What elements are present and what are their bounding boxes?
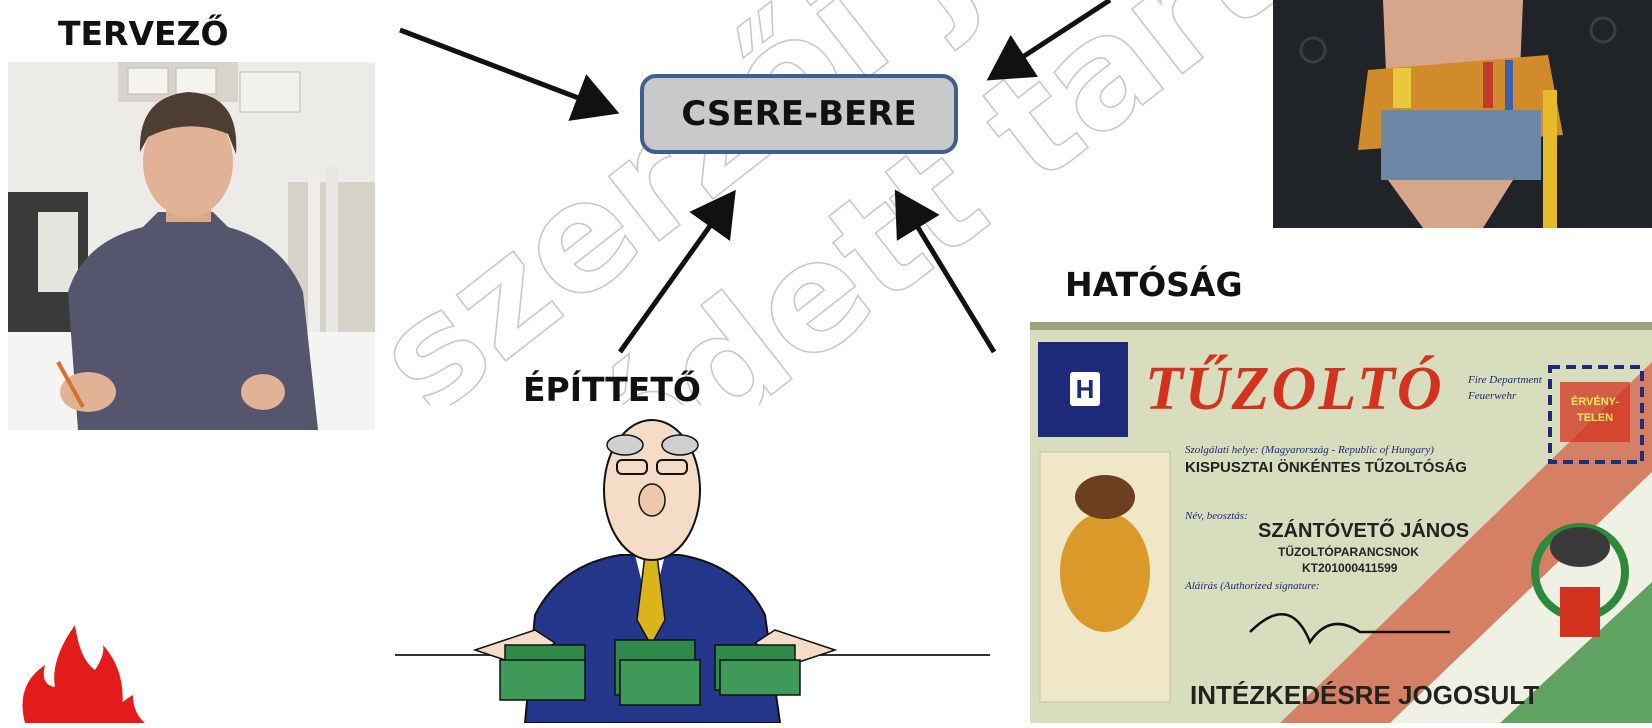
arrow-designer-to-center	[399, 27, 620, 121]
designer-photo	[8, 62, 375, 430]
card-department-2: Feuerwehr	[1468, 390, 1517, 402]
card-footer: INTÉZKEDÉSRE JOGOSULT	[1190, 680, 1540, 710]
flame-logo	[15, 625, 145, 723]
fire-id-card: H TŰZOLTÓ Fire Department Feuerwehr ÉRVÉ…	[1030, 322, 1652, 723]
card-name-label: Név, beosztás:	[1185, 510, 1248, 522]
investor-label: ÉPÍTTETŐ	[523, 370, 701, 409]
designer-label: TERVEZŐ	[58, 14, 229, 53]
card-department: Fire Department	[1468, 374, 1542, 386]
card-signature-label: Aláírás (Authorized signature:	[1185, 580, 1320, 592]
investor-cartoon	[395, 405, 990, 723]
arrow-top-right-to-center	[986, 0, 1112, 81]
tool-belt-photo	[1273, 0, 1652, 228]
card-title: TŰZOLTÓ	[1145, 355, 1444, 423]
authority-label: HATÓSÁG	[1065, 265, 1243, 304]
arrow-authority-to-center	[894, 189, 997, 354]
arrow-investor-to-center	[617, 189, 736, 354]
exchange-box-label: CSERE-BERE	[681, 94, 917, 134]
card-country-letter: H	[1070, 372, 1100, 406]
exchange-box: CSERE-BERE	[640, 74, 958, 154]
card-rank: TŰZOLTÓPARANCSNOK	[1278, 545, 1419, 559]
card-validity: ÉRVÉNY-TELEN	[1570, 396, 1620, 424]
card-unit: KISPUSZTAI ÖNKÉNTES TŰZOLTÓSÁG	[1185, 459, 1467, 476]
card-name: SZÁNTÓVETŐ JÁNOS	[1258, 520, 1470, 542]
card-service-place-label: Szolgálati helye: (Magyarország - Republ…	[1185, 444, 1434, 456]
card-id: KT201000411599	[1302, 561, 1398, 575]
